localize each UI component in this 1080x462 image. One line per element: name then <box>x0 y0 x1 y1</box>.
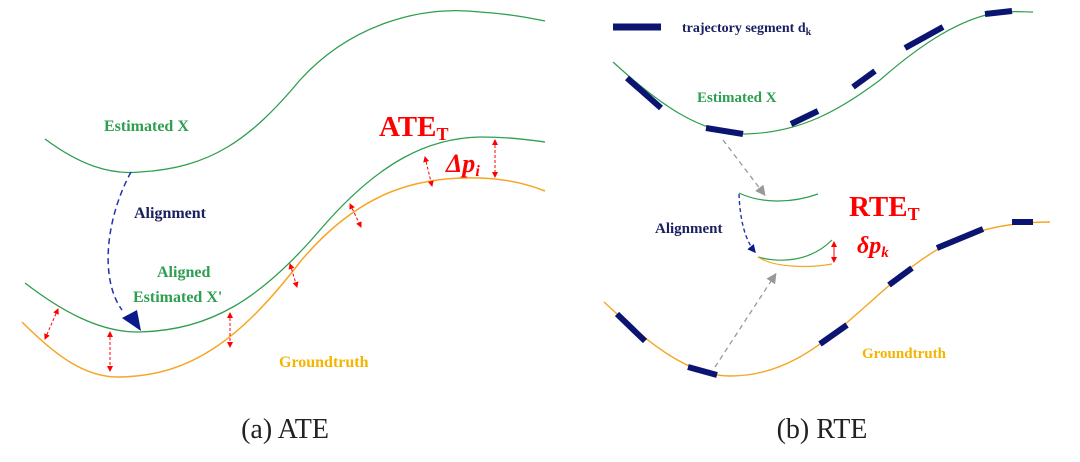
delta-p-label: δpk <box>857 233 889 261</box>
groundtruth-label: Groundtruth <box>862 346 947 362</box>
rte-panel: trajectory segment dk Estimated X Alignm… <box>603 8 1051 445</box>
estimated-label: Estimated X <box>697 90 777 106</box>
aligned-trajectory <box>24 136 546 333</box>
groundtruth-segments <box>614 219 1033 378</box>
legend-label: trajectory segment dk <box>682 21 812 38</box>
alignment-label: Alignment <box>655 221 723 237</box>
alignment-arrow <box>738 193 756 254</box>
rte-metric-label: RTET <box>849 191 920 224</box>
estimated-label: Estimated X <box>104 118 189 135</box>
aligned-label-line2: Estimated X' <box>133 289 222 306</box>
aligned-label-line1: Aligned <box>157 264 210 281</box>
groundtruth-segment-copy <box>757 256 833 268</box>
alignment-label: Alignment <box>134 205 207 222</box>
ate-metric-label: ATET <box>379 111 449 144</box>
ate-panel: Estimated X Alignment Aligned Estimated … <box>21 10 546 445</box>
groundtruth-trajectory <box>21 177 546 378</box>
error-arrows <box>44 139 498 372</box>
estimated-trajectory <box>612 10 1034 135</box>
caption-rte: (b) RTE <box>777 414 868 445</box>
extract-arrow-estimated <box>722 139 766 197</box>
alignment-arrow <box>107 171 132 311</box>
aligned-segment <box>757 239 833 261</box>
estimated-segments <box>625 8 1013 137</box>
alignment-arrowhead <box>122 310 141 331</box>
caption-ate: (a) ATE <box>241 414 329 445</box>
estimated-trajectory <box>44 10 546 174</box>
estimated-segment-copy <box>738 192 819 202</box>
groundtruth-label: Groundtruth <box>279 354 369 371</box>
extract-arrow-groundtruth <box>714 272 777 368</box>
delta-p-label: Δpi <box>445 149 480 180</box>
